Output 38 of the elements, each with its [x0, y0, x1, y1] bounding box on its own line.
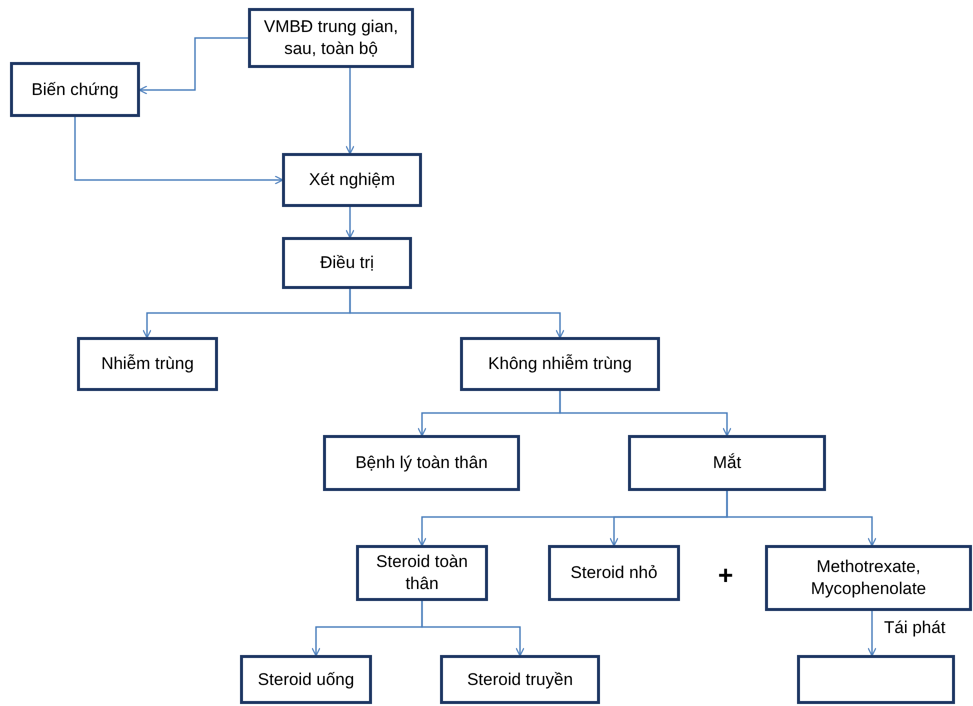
box-label: Methotrexate, Mycophenolate [810, 556, 928, 600]
arrow [74, 117, 284, 185]
process-box [10, 62, 140, 117]
edge-label: Tái phát [884, 618, 946, 638]
box-label: Steroid uống [256, 668, 356, 690]
box-label: Mắt [712, 452, 742, 474]
process-box [440, 655, 600, 704]
process-box [628, 435, 826, 491]
arrow [726, 491, 877, 546]
arrow [421, 601, 525, 656]
box-label: Xét nghiệm [308, 169, 396, 191]
process-box [460, 337, 660, 391]
process-box [548, 545, 680, 601]
box-label: Biến chứng [30, 78, 120, 100]
box-label: Steroid truyền [466, 668, 574, 690]
process-box [323, 435, 520, 491]
arrow [867, 611, 877, 656]
process-box [77, 337, 218, 391]
box-label: Nhiễm trùng [100, 353, 195, 375]
plus-sign: + [718, 560, 734, 591]
process-box [765, 545, 972, 611]
process-box [282, 237, 412, 289]
process-box [356, 545, 488, 601]
arrow [345, 207, 355, 238]
box-label: Bệnh lý toàn thân [354, 452, 489, 474]
process-box [282, 153, 422, 207]
arrow [559, 391, 732, 436]
box-label: Không nhiễm trùng [487, 353, 633, 375]
box-label: Steroid toàn thân [375, 551, 469, 595]
empty-box [797, 655, 955, 704]
box-label: Steroid nhỏ [570, 562, 658, 584]
arrow [345, 68, 355, 154]
box-label: VMBĐ trung gian, sau, toàn bộ [262, 16, 400, 60]
arrow [349, 289, 565, 338]
process-box [240, 655, 372, 704]
box-label: Điều trị [319, 252, 375, 274]
arrow [138, 37, 248, 95]
process-box [248, 8, 414, 68]
